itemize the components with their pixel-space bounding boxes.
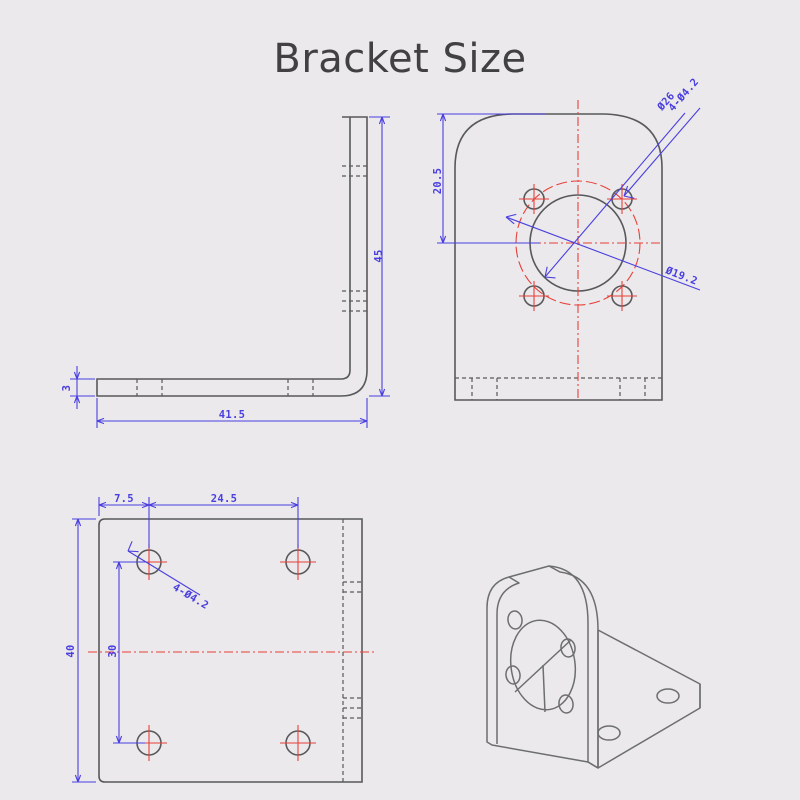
leader-line-holes	[127, 550, 201, 596]
dimension-text-hole-spacing-x: 24.5	[211, 493, 238, 505]
dimension-text-length: 41.5	[219, 409, 246, 421]
dimension-text-height: 45	[373, 249, 385, 262]
iso-mounting-hole	[560, 638, 576, 658]
iso-mounting-hole	[558, 694, 574, 714]
arrow-head	[148, 501, 157, 509]
arrow-head	[115, 735, 123, 744]
iso-mounting-hole	[505, 665, 521, 685]
iso-bore-highlight	[542, 664, 546, 713]
iso-base-hole	[656, 688, 680, 704]
arrow-head	[115, 561, 123, 570]
arrow-head	[544, 266, 556, 279]
arrow-head	[439, 113, 447, 122]
arrow-head	[74, 518, 82, 527]
isometric-view	[486, 565, 701, 769]
arrow-head	[439, 235, 447, 244]
leader-line-bore	[544, 112, 686, 278]
arrow-head	[378, 116, 386, 125]
arrow-head	[74, 774, 82, 783]
arrow-head	[505, 213, 517, 225]
arrow-head	[73, 395, 81, 404]
dimension-text-hole-callout: 4-Ø4.2	[170, 581, 210, 612]
iso-mounting-hole	[507, 610, 523, 630]
front-face-view: 20.5 Ø26 4-Ø4.2 Ø19.2	[432, 76, 701, 401]
iso-base-corner	[587, 761, 599, 769]
dimension-text-bolt-circle: Ø19.2	[663, 264, 699, 287]
page-title: Bracket Size	[273, 36, 527, 82]
bracket-profile-outline	[96, 116, 368, 397]
arrow-head	[623, 185, 635, 199]
top-plate-view: 7.5 24.5 40 30 4-Ø4.2	[65, 493, 375, 783]
leader-line-bolt-circle	[505, 216, 701, 291]
dimension-text-hole-spacing-y: 30	[107, 644, 119, 657]
leader-line-holes	[623, 107, 701, 197]
iso-base-top	[597, 629, 701, 769]
arrow-head	[290, 501, 299, 509]
iso-base-hole	[597, 725, 621, 741]
iso-center-bore	[509, 619, 577, 711]
front-plate-outline	[454, 113, 663, 401]
arrow-head	[96, 417, 105, 425]
dimension-text-plate-width: 40	[65, 644, 77, 657]
dimension-text-thickness: 3	[61, 385, 73, 392]
arrow-head	[127, 541, 139, 553]
iso-flange-thickness	[548, 565, 599, 769]
arrow-head	[378, 388, 386, 397]
arrow-head	[73, 371, 81, 380]
arrow-head	[141, 501, 150, 509]
arrow-head	[359, 417, 368, 425]
mounting-hole-group	[131, 544, 316, 761]
iso-flange-inner-edge	[496, 576, 520, 744]
dimension-text-edge-offset: 7.5	[114, 493, 134, 505]
arrow-head	[98, 501, 107, 509]
top-plate-outline	[98, 518, 363, 783]
side-profile-view: 45 41.5 3	[61, 116, 390, 428]
iso-flange-front	[486, 565, 589, 763]
dimension-text-center-height: 20.5	[432, 168, 444, 195]
